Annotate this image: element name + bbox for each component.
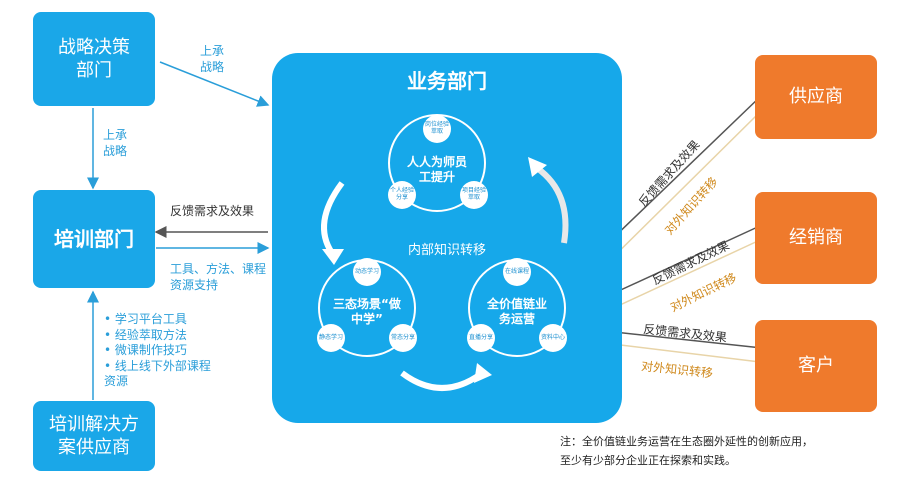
resource-item: 经验萃取方法 <box>104 328 214 344</box>
internal-transfer-label: 内部知识转移 <box>407 243 486 258</box>
solution-supplier-box: 培训解决方案供应商 <box>33 401 155 471</box>
upper-strategy-label-2: 上承战略 <box>103 128 128 158</box>
customer-label: 客户 <box>798 355 834 377</box>
top-ring-node: 岗位经验萃取 <box>423 115 451 143</box>
customer-feedback-arrow <box>594 325 763 349</box>
footnote-line: 至少有少部分企业正在探索和实践。 <box>560 453 736 467</box>
resource-item: 微课制作技巧 <box>104 343 214 359</box>
strategy-dept-box: 战略决策部门 <box>33 12 155 106</box>
top-ring-node: 项目经验萃取 <box>460 181 488 209</box>
business-dept-panel: 业务部门 人人为师员工提升 岗位经验萃取 个人经验分享 项目经验萃取 内部知识转… <box>272 53 622 423</box>
customer-box: 客户 <box>755 320 877 412</box>
cycle-graphics <box>318 114 569 391</box>
training-dept-label: 培训部门 <box>54 227 134 251</box>
supplier-box: 供应商 <box>755 55 877 139</box>
top-ring-title: 人人为师员工提升 <box>407 155 468 184</box>
cycle-arrow-bottom <box>400 370 484 391</box>
tools-label: 工具、方法、课程资源支持 <box>170 262 267 292</box>
customer-knowledge-line <box>595 341 761 363</box>
upper-strategy-label-1: 上承战略 <box>200 44 225 74</box>
business-dept-title: 业务部门 <box>407 69 487 93</box>
left-ring-node: 静态学习 <box>317 324 345 352</box>
right-ring-node: 在线课程 <box>503 258 531 286</box>
left-ring-node: 常态分享 <box>389 324 417 352</box>
cycle-arrow-left <box>321 181 345 255</box>
resource-item: 学习平台工具 <box>104 312 214 328</box>
solution-supplier-label: 培训解决方案供应商 <box>49 413 139 458</box>
dealer-box: 经销商 <box>755 192 877 284</box>
footnote-line: 注：全价值链业务运营在生态圈外延性的创新应用， <box>560 435 813 448</box>
right-ring-node: 直播分享 <box>467 324 495 352</box>
top-ring-node: 个人经验分享 <box>388 181 416 209</box>
resource-item: 线上线下外部课程资源 <box>104 359 214 390</box>
left-ring-title: 三态场景“做中学” <box>333 297 401 326</box>
training-dept-box: 培训部门 <box>33 190 155 288</box>
dealer-label: 经销商 <box>789 227 843 249</box>
resource-list: 学习平台工具 经验萃取方法 微课制作技巧 线上线下外部课程资源 <box>104 312 214 390</box>
right-ring-title: 全价值链业务运营 <box>486 297 547 326</box>
strategy-dept-label: 战略决策部门 <box>58 36 130 81</box>
supplier-label: 供应商 <box>789 86 843 108</box>
cycle-arrow-right <box>535 165 569 244</box>
strategy-to-business-arrow <box>159 61 270 107</box>
footnote: 注：全价值链业务运营在生态圈外延性的创新应用， 至少有少部分企业正在探索和实践。 <box>560 433 813 470</box>
right-ring-node: 资料中心 <box>539 324 567 352</box>
feedback-label-left: 反馈需求及效果 <box>170 204 255 218</box>
left-ring-node: 动态学习 <box>353 258 381 286</box>
